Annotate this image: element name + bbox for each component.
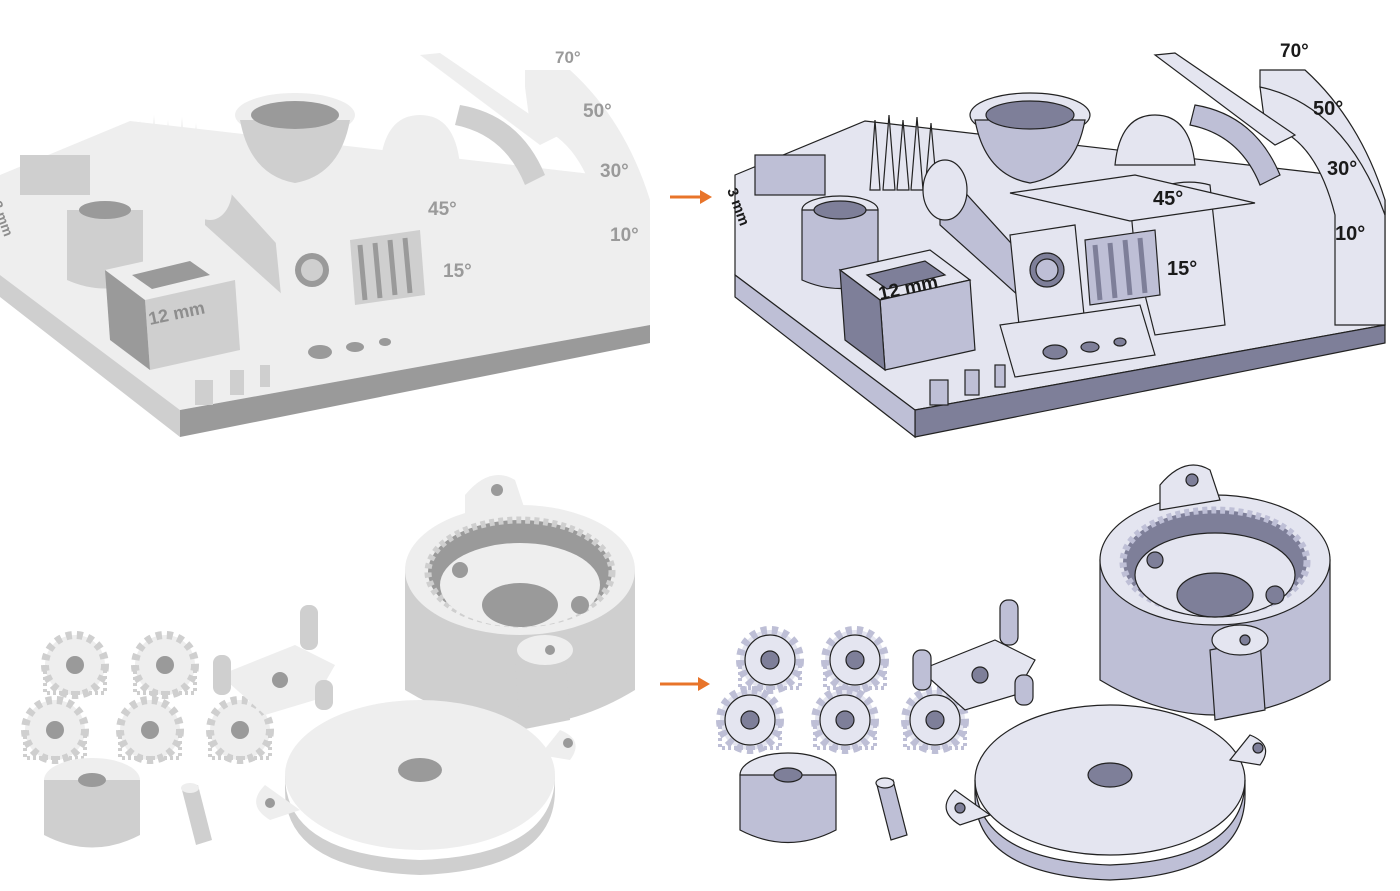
sun-gear	[815, 690, 875, 750]
label-30deg: 30°	[1327, 158, 1357, 180]
sun-gear	[120, 700, 180, 760]
label-70deg: 70°	[555, 48, 581, 67]
spacer-ring	[44, 758, 140, 848]
shaft-pin	[181, 783, 212, 845]
label-10deg: 10°	[1335, 223, 1365, 245]
shaft-pin	[875, 777, 908, 841]
panel-bottom-left	[25, 475, 635, 875]
label-15deg: 15°	[443, 261, 472, 282]
sun-gear	[45, 635, 105, 695]
panel-top-left: 12 mm 3 mm 70° 50° 30° 10° 45° 15°	[0, 48, 650, 437]
panel-bottom-right	[720, 465, 1330, 881]
label-45deg: 45°	[428, 199, 457, 220]
label-50deg: 50°	[1313, 98, 1343, 120]
arrow-right-icon	[670, 190, 712, 204]
bottom-plate	[945, 704, 1267, 881]
label-45deg: 45°	[1153, 188, 1183, 210]
panel-top-right: 12 mm 3 mm 70° 50° 30° 10° 45° 15°	[723, 41, 1385, 437]
label-10deg: 10°	[610, 225, 639, 246]
sun-gear	[825, 630, 885, 690]
ring-gear-housing	[405, 475, 635, 730]
sun-gear	[135, 635, 195, 695]
sun-gear	[740, 630, 800, 690]
label-15deg: 15°	[1167, 258, 1197, 280]
sun-gear	[720, 690, 780, 750]
label-70deg: 70°	[1280, 41, 1309, 62]
sun-gear	[25, 700, 85, 760]
arrow-right-icon	[660, 677, 710, 691]
label-50deg: 50°	[583, 101, 612, 122]
ring-gear-housing	[1100, 465, 1330, 720]
label-30deg: 30°	[600, 161, 629, 182]
spacer-ring	[739, 752, 837, 844]
